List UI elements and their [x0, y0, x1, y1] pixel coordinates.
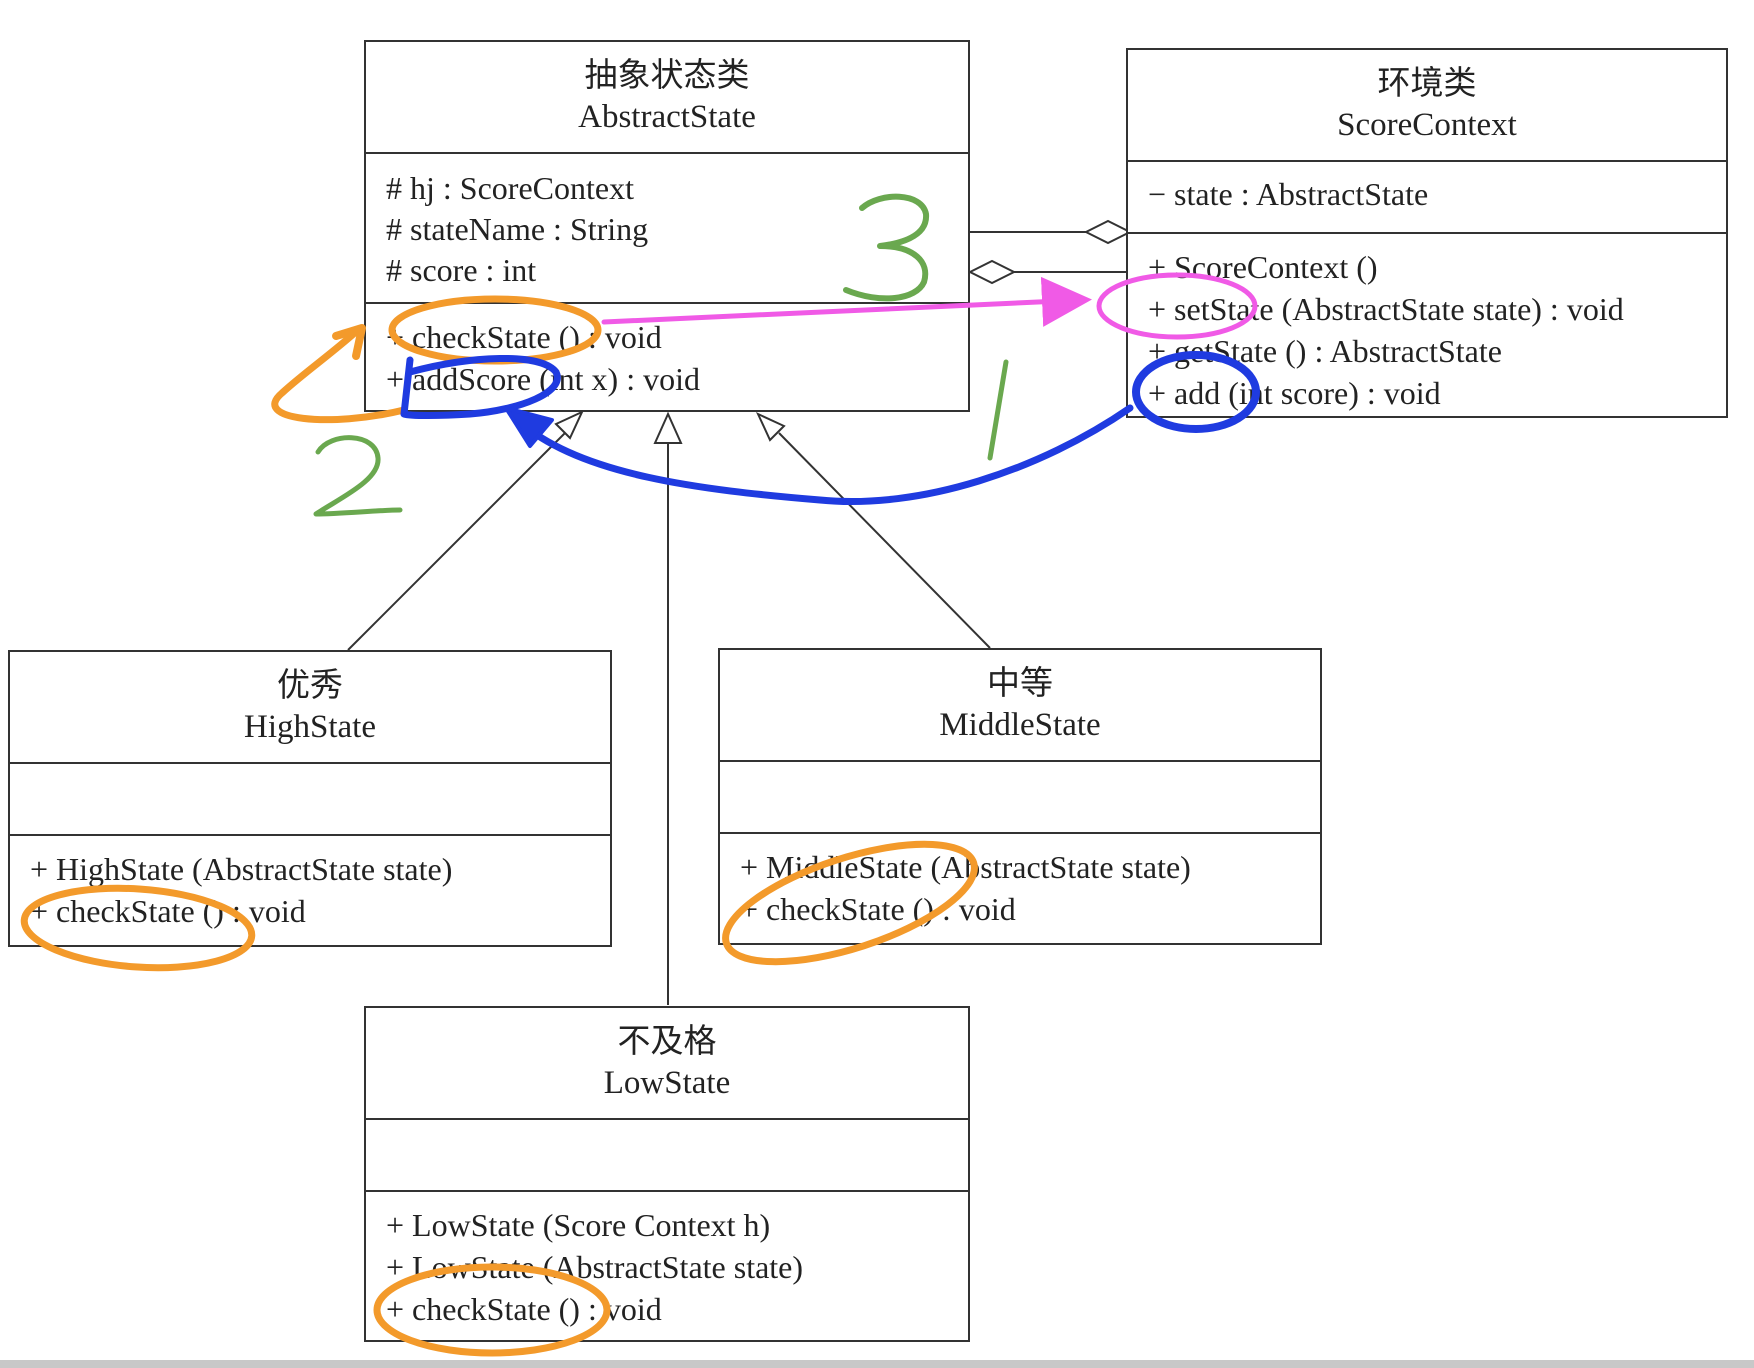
- operation: + LowState (Score Context h): [386, 1207, 771, 1243]
- class-score-context-operations: + ScoreContext () + setState (AbstractSt…: [1128, 234, 1726, 414]
- operation: + addScore (int x) : void: [386, 361, 700, 397]
- inherit-high-line: [347, 427, 571, 651]
- inherit-middle-arrowhead: [755, 411, 786, 442]
- class-low-state-attributes: [366, 1120, 968, 1192]
- inherit-low-arrowhead: [653, 411, 683, 444]
- operation: + LowState (AbstractState state): [386, 1249, 804, 1285]
- operation: + checkState () : void: [386, 1291, 662, 1327]
- class-low-state-en-name: LowState: [603, 1065, 731, 1101]
- class-abstract-state-attributes: # hj : ScoreContext # stateName : String…: [366, 154, 968, 304]
- class-low-state: 不及格 LowState + LowState (Score Context h…: [364, 1006, 970, 1342]
- class-high-state-cn-name: 优秀: [277, 668, 343, 704]
- class-abstract-state-header: 抽象状态类 AbstractState: [366, 42, 968, 154]
- aggregation-diamond-2: [967, 259, 1017, 285]
- class-middle-state-operations: + MiddleState (AbstractState state) + ch…: [720, 834, 1320, 930]
- class-high-state-header: 优秀 HighState: [10, 652, 610, 764]
- class-high-state: 优秀 HighState + HighState (AbstractState …: [8, 650, 612, 947]
- operation: + getState () : AbstractState: [1148, 333, 1502, 369]
- attribute: − state : AbstractState: [1148, 176, 1429, 212]
- bottom-border: [0, 1360, 1754, 1368]
- class-middle-state-cn-name: 中等: [987, 666, 1053, 702]
- class-abstract-state: 抽象状态类 AbstractState # hj : ScoreContext …: [364, 40, 970, 412]
- class-middle-state-header: 中等 MiddleState: [720, 650, 1320, 762]
- class-middle-state-en-name: MiddleState: [939, 707, 1101, 743]
- class-abstract-state-en-name: AbstractState: [578, 99, 756, 135]
- class-abstract-state-cn-name: 抽象状态类: [584, 58, 750, 94]
- attribute: # stateName : String: [386, 211, 649, 247]
- class-low-state-header: 不及格 LowState: [366, 1008, 968, 1120]
- attribute: # hj : ScoreContext: [386, 170, 634, 206]
- class-high-state-operations: + HighState (AbstractState state) + chec…: [10, 836, 610, 932]
- operation: + checkState () : void: [30, 893, 306, 929]
- class-low-state-operations: + LowState (Score Context h) + LowState …: [366, 1192, 968, 1330]
- class-abstract-state-operations: + checkState () : void + addScore (int x…: [366, 304, 968, 400]
- inherit-high-arrowhead: [554, 409, 585, 440]
- operation: + checkState () : void: [386, 319, 662, 355]
- class-score-context-en-name: ScoreContext: [1337, 107, 1517, 143]
- operation: + setState (AbstractState state) : void: [1148, 291, 1624, 327]
- operation: + MiddleState (AbstractState state): [740, 849, 1191, 885]
- class-score-context-attributes: − state : AbstractState: [1128, 162, 1726, 234]
- class-high-state-en-name: HighState: [244, 709, 376, 745]
- class-score-context-header: 环境类 ScoreContext: [1128, 50, 1726, 162]
- operation: + HighState (AbstractState state): [30, 851, 453, 887]
- class-score-context-cn-name: 环境类: [1377, 66, 1477, 102]
- class-middle-state-attributes: [720, 762, 1320, 834]
- attribute: # score : int: [386, 252, 537, 288]
- class-high-state-attributes: [10, 764, 610, 836]
- aggregation-diamond-1: [1083, 219, 1133, 245]
- class-score-context: 环境类 ScoreContext − state : AbstractState…: [1126, 48, 1728, 418]
- inherit-middle-line: [778, 432, 991, 649]
- operation: + ScoreContext (): [1148, 249, 1378, 285]
- class-low-state-cn-name: 不及格: [617, 1024, 717, 1060]
- class-middle-state: 中等 MiddleState + MiddleState (AbstractSt…: [718, 648, 1322, 945]
- operation: + checkState () : void: [740, 891, 1016, 927]
- operation: + add (int score) : void: [1148, 375, 1441, 411]
